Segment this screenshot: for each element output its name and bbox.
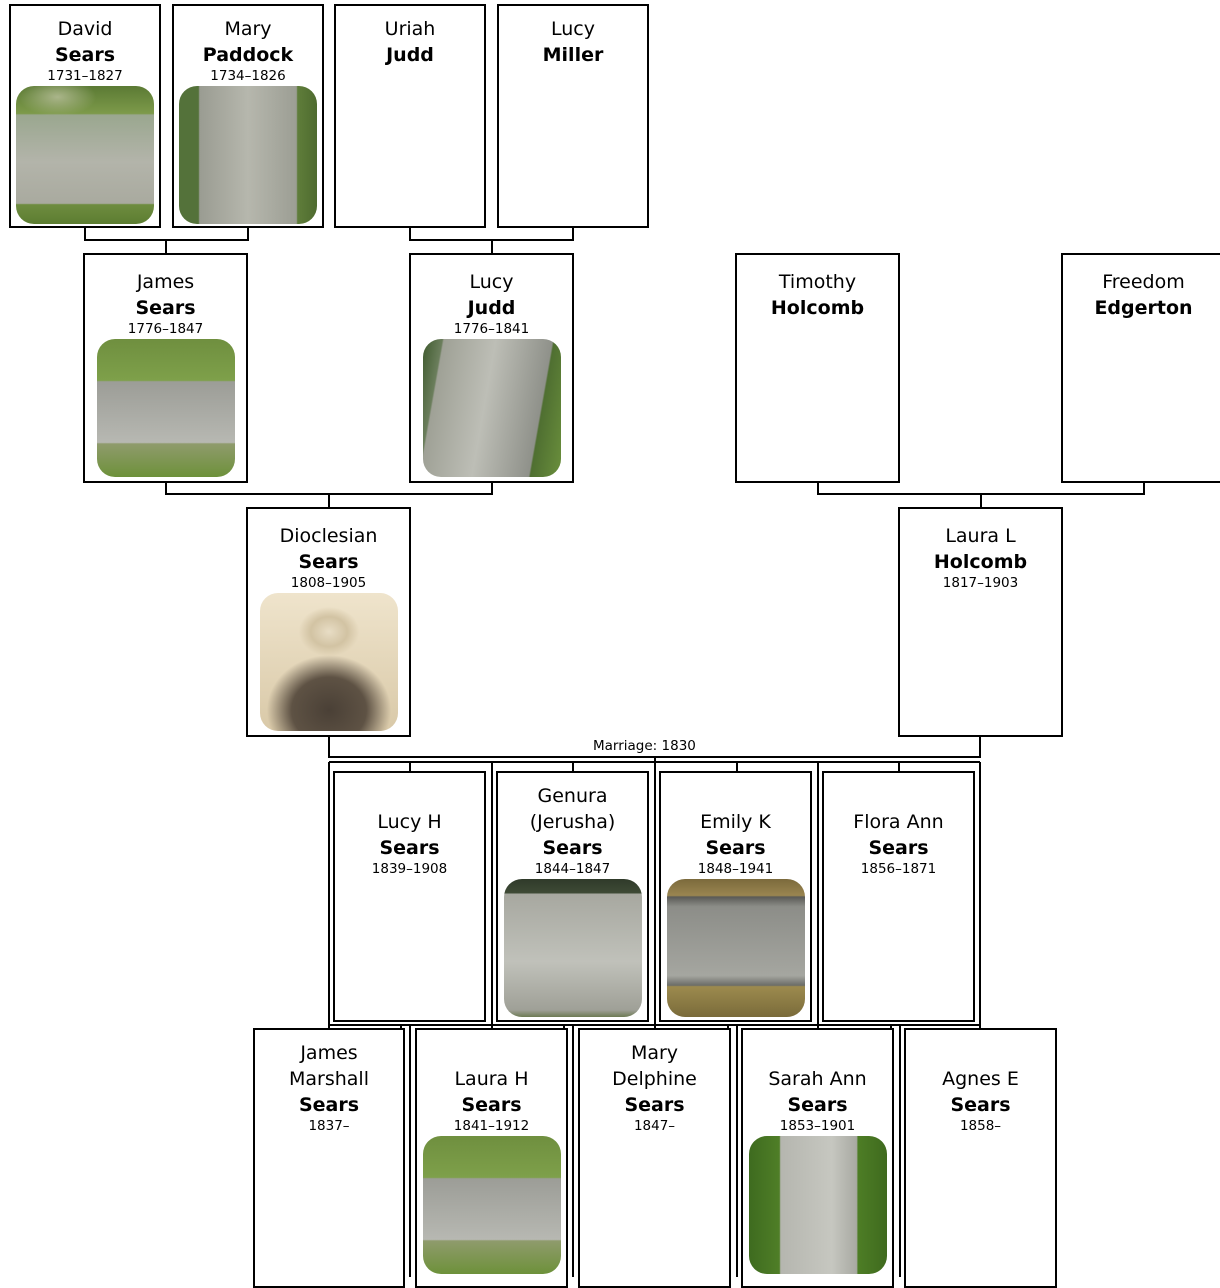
portrait-photo (259, 593, 398, 731)
person-card-freedom-edgerton[interactable]: Freedom Edgerton (1061, 253, 1220, 483)
surname: Paddock (202, 44, 294, 66)
surname: Sears (787, 1094, 848, 1116)
surname: Sears (868, 837, 929, 859)
surname: Sears (54, 44, 116, 66)
surname: Sears (624, 1094, 685, 1116)
given-name: Laura L (945, 525, 1016, 547)
life-dates: 1817–1903 (942, 575, 1019, 591)
life-dates: 1844–1847 (534, 861, 611, 877)
person-card-james-marshall-sears[interactable]: James Marshall Sears 1837– (253, 1028, 405, 1288)
given-name: Flora Ann (853, 811, 944, 833)
surname: Miller (542, 44, 604, 66)
life-dates: 1847– (633, 1118, 676, 1134)
person-card-flora-ann-sears[interactable]: Flora Ann Sears 1856–1871 (822, 771, 975, 1022)
surname: Sears (135, 297, 196, 319)
surname: Holcomb (770, 297, 865, 319)
headstone-photo (422, 339, 561, 477)
life-dates: 1808–1905 (290, 575, 367, 591)
given-name: Mary Delphine (612, 1042, 697, 1090)
person-card-lucy-h-sears[interactable]: Lucy H Sears 1839–1908 (333, 771, 486, 1022)
headstone-photo (16, 86, 154, 224)
person-card-uriah-judd[interactable]: Uriah Judd (334, 4, 486, 228)
given-name: Agnes E (942, 1068, 1019, 1090)
headstone-photo (179, 86, 317, 224)
headstone-photo (666, 879, 805, 1017)
person-card-sarah-ann-sears[interactable]: Sarah Ann Sears 1853–1901 (741, 1028, 894, 1288)
surname: Sears (298, 1094, 360, 1116)
person-card-genura-sears[interactable]: Genura (Jerusha) Sears 1844–1847 (496, 771, 649, 1022)
surname: Edgerton (1094, 297, 1193, 319)
person-card-lucy-judd[interactable]: Lucy Judd 1776–1841 (409, 253, 574, 483)
marriage-label: Marriage: 1830 (591, 738, 698, 754)
person-card-mary-delphine-sears[interactable]: Mary Delphine Sears 1847– (578, 1028, 731, 1288)
life-dates: 1839–1908 (371, 861, 448, 877)
person-card-david-sears[interactable]: David Sears 1731–1827 (9, 4, 161, 228)
person-card-lucy-miller[interactable]: Lucy Miller (497, 4, 649, 228)
connector-holcomb-edgerton (817, 482, 1145, 495)
surname: Sears (950, 1094, 1011, 1116)
given-name: James Marshall (289, 1042, 369, 1090)
life-dates: 1837– (308, 1118, 350, 1134)
surname: Sears (461, 1094, 522, 1116)
person-card-mary-paddock[interactable]: Mary Paddock 1734–1826 (172, 4, 324, 228)
given-name: Freedom (1102, 271, 1185, 293)
surname: Sears (379, 837, 440, 859)
surname: Holcomb (933, 551, 1028, 573)
person-card-laura-h-sears[interactable]: Laura H Sears 1841–1912 (415, 1028, 568, 1288)
life-dates: 1858– (959, 1118, 1002, 1134)
given-name: Lucy (469, 271, 514, 293)
surname: Sears (542, 837, 603, 859)
headstone-photo (422, 1136, 561, 1274)
connector-james-lucy (165, 482, 493, 495)
life-dates: 1848–1941 (697, 861, 774, 877)
headstone-photo (748, 1136, 887, 1274)
given-name: James (136, 271, 195, 293)
person-card-emily-k-sears[interactable]: Emily K Sears 1848–1941 (659, 771, 812, 1022)
life-dates: 1776–1841 (453, 321, 530, 337)
headstone-photo (96, 339, 235, 477)
connector-judd-miller (409, 227, 574, 241)
given-name: Dioclesian (279, 525, 378, 547)
surname: Judd (467, 297, 516, 319)
headstone-photo (503, 879, 642, 1017)
given-name: Uriah (384, 18, 436, 40)
life-dates: 1734–1826 (210, 68, 286, 84)
life-dates: 1731–1827 (47, 68, 123, 84)
person-card-timothy-holcomb[interactable]: Timothy Holcomb (735, 253, 900, 483)
person-card-james-sears[interactable]: James Sears 1776–1847 (83, 253, 248, 483)
life-dates: 1853–1901 (779, 1118, 856, 1134)
person-card-agnes-e-sears[interactable]: Agnes E Sears 1858– (904, 1028, 1057, 1288)
given-name: David (57, 18, 113, 40)
surname: Sears (705, 837, 766, 859)
person-card-laura-l-holcomb[interactable]: Laura L Holcomb 1817–1903 (898, 507, 1063, 737)
given-name: Laura H (454, 1068, 529, 1090)
life-dates: 1776–1847 (127, 321, 204, 337)
given-name: Lucy H (377, 811, 442, 833)
person-card-dioclesian-sears[interactable]: Dioclesian Sears 1808–1905 (246, 507, 411, 737)
connector-sears-paddock (84, 227, 249, 241)
life-dates: 1841–1912 (453, 1118, 530, 1134)
surname: Sears (298, 551, 359, 573)
given-name: Genura (Jerusha) (529, 785, 616, 833)
given-name: Emily K (700, 811, 771, 833)
surname: Judd (386, 44, 434, 66)
given-name: Lucy (551, 18, 595, 40)
given-name: Mary (224, 18, 272, 40)
life-dates: 1856–1871 (860, 861, 937, 877)
given-name: Timothy (778, 271, 857, 293)
given-name: Sarah Ann (768, 1068, 867, 1090)
